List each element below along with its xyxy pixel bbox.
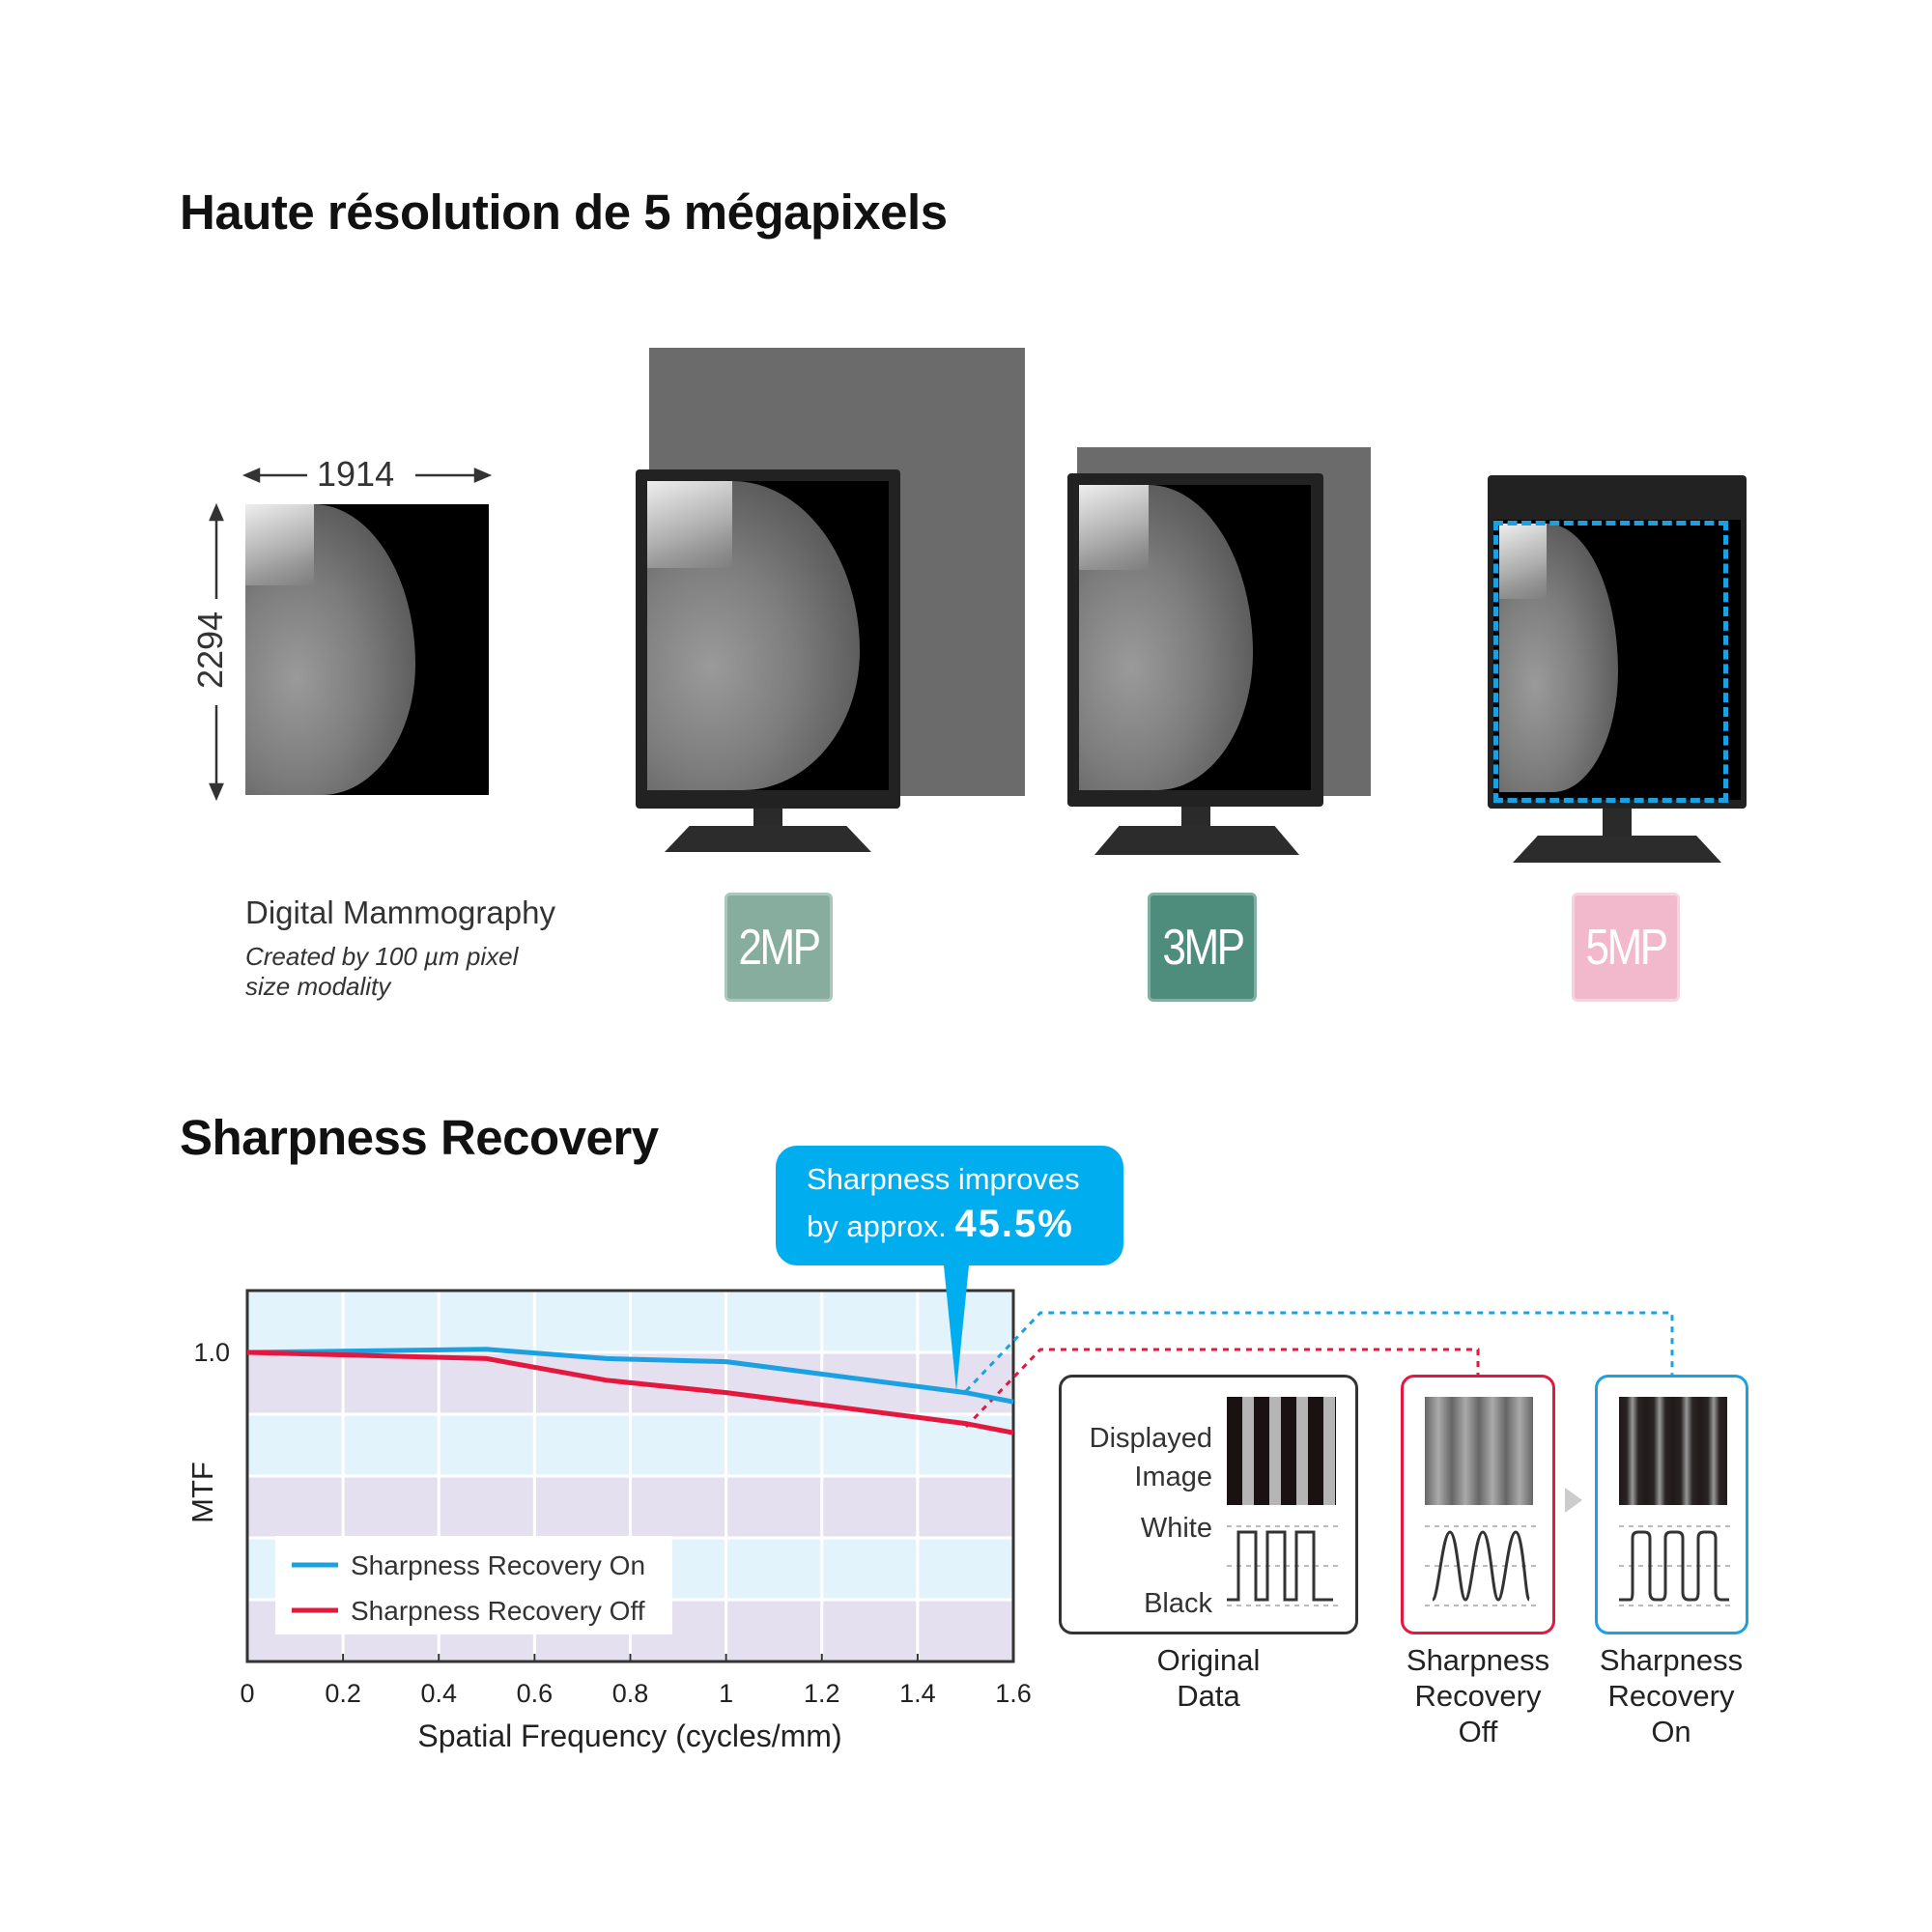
x-axis-label: Spatial Frequency (cycles/mm) [417, 1719, 841, 1753]
connector-on [964, 1311, 1674, 1393]
monitor-stand-3mp [1094, 826, 1299, 855]
modality-title: Digital Mammography [245, 895, 555, 930]
section-title-resolution: Haute résolution de 5 mégapixels [180, 185, 948, 240]
mammogram-image [245, 504, 489, 795]
monitor-2mp [636, 469, 900, 809]
badge-2mp: 2MP [724, 893, 833, 1002]
x-tick-label: 1.6 [995, 1679, 1032, 1708]
y-tick-label: 1.0 [193, 1338, 230, 1367]
dimension-arrows [209, 468, 493, 802]
black-label: Black [1144, 1588, 1212, 1619]
square-wave-icon [1227, 1525, 1339, 1606]
x-tick-label: 1.2 [804, 1679, 840, 1708]
5mp-image-outline [1493, 521, 1728, 803]
badge-3mp: 3MP [1148, 893, 1257, 1002]
callout-pointer [943, 1256, 970, 1391]
blurred-bars-image [1425, 1397, 1533, 1505]
mammo-width-label: 1914 [317, 454, 395, 494]
white-label: White [1140, 1513, 1212, 1544]
x-tick-label: 0 [240, 1679, 254, 1708]
callout-value: 45.5% [954, 1203, 1074, 1245]
monitor-stand-2mp [665, 826, 871, 852]
connector-off [964, 1348, 1480, 1429]
x-tick-label: 1.4 [899, 1679, 936, 1708]
x-tick-label: 0.2 [325, 1679, 361, 1708]
monitor-3mp [1067, 473, 1323, 807]
arrow-right-icon [1565, 1488, 1582, 1513]
x-tick-label: 0.8 [612, 1679, 649, 1708]
monitor-5mp [1488, 475, 1747, 809]
monitor-stand-5mp [1513, 836, 1721, 863]
series-line-off [246, 1350, 1014, 1435]
modality-note-line2: size modality [245, 972, 391, 1001]
recovered-wave-icon [1619, 1525, 1731, 1606]
legend-label: Sharpness Recovery On [351, 1550, 645, 1580]
callout-prefix: by approx. [807, 1209, 947, 1243]
x-tick-label: 0.6 [517, 1679, 554, 1708]
recovery-off-box [1401, 1375, 1555, 1634]
legend-label: Sharpness Recovery Off [351, 1596, 645, 1626]
badge-5mp: 5MP [1572, 893, 1680, 1002]
y-axis-label: MTF [185, 1462, 219, 1523]
recovery-on-box [1595, 1375, 1748, 1634]
sine-wave-icon [1425, 1525, 1537, 1606]
series-line-on [246, 1347, 1014, 1405]
callout-line1: Sharpness improves [807, 1162, 1080, 1196]
sharp-bars-image [1227, 1397, 1336, 1505]
section-title-sharpness: Sharpness Recovery [180, 1110, 659, 1165]
x-tick-label: 1 [719, 1679, 733, 1708]
legend-box [275, 1536, 672, 1634]
sharpness-callout: Sharpness improves by approx. 45.5% [776, 1146, 1123, 1265]
recovered-bars-image [1619, 1397, 1727, 1505]
modality-note-line1: Created by 100 µm pixel [245, 942, 519, 971]
x-tick-label: 0.4 [420, 1679, 457, 1708]
